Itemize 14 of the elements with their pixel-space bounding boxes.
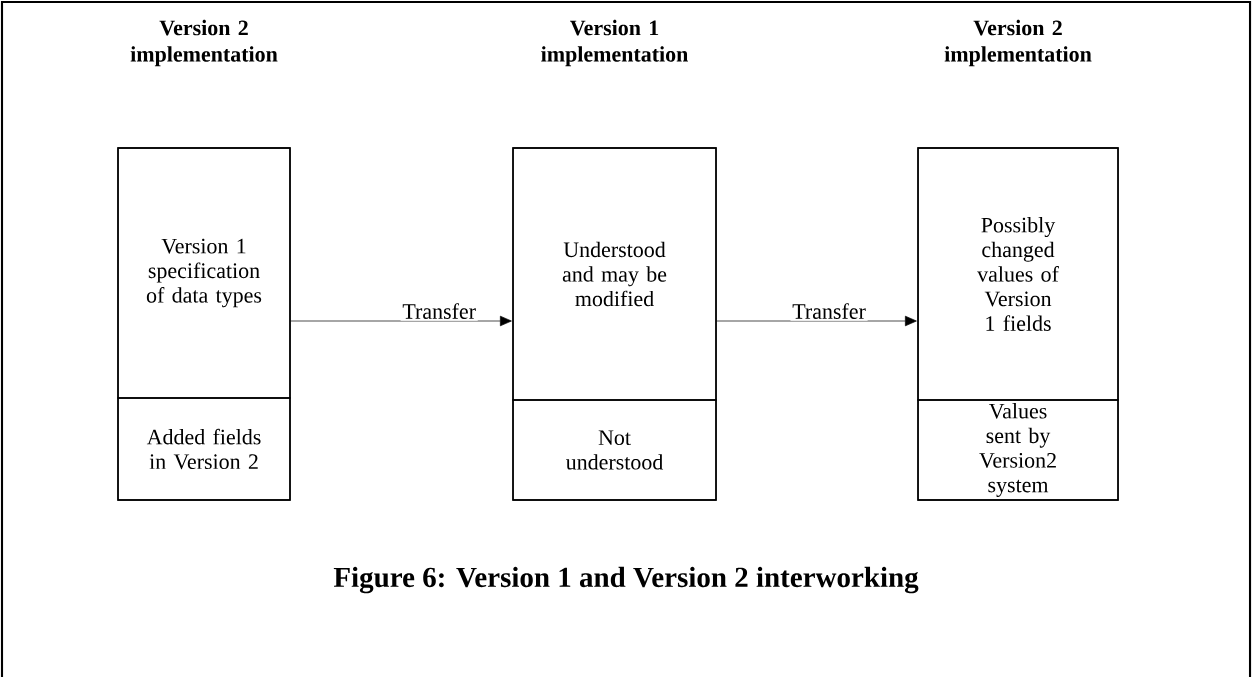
arrow	[290, 315, 512, 327]
lower-section: Values sent by Version2 system	[917, 399, 1119, 501]
lower-section: Not understood	[512, 399, 717, 501]
arrow	[716, 315, 917, 327]
edge-label: Transfer	[400, 301, 478, 321]
column-heading: Version 2 implementation	[944, 19, 1092, 67]
upper-section: Version 1 specification of data types	[117, 147, 291, 399]
column-heading: Version 1 implementation	[541, 19, 688, 67]
upper-section: Understood and may be modified	[512, 147, 717, 401]
lower-section: Added fields in Version 2	[117, 397, 291, 501]
upper-section: Possibly changed values of Version 1 fields	[917, 147, 1119, 401]
column-heading: Version 2 implementation	[130, 19, 278, 67]
figure-caption: Figure 6: Version 1 and Version 2 interworking	[333, 566, 919, 594]
edge-label: Transfer	[790, 301, 868, 321]
